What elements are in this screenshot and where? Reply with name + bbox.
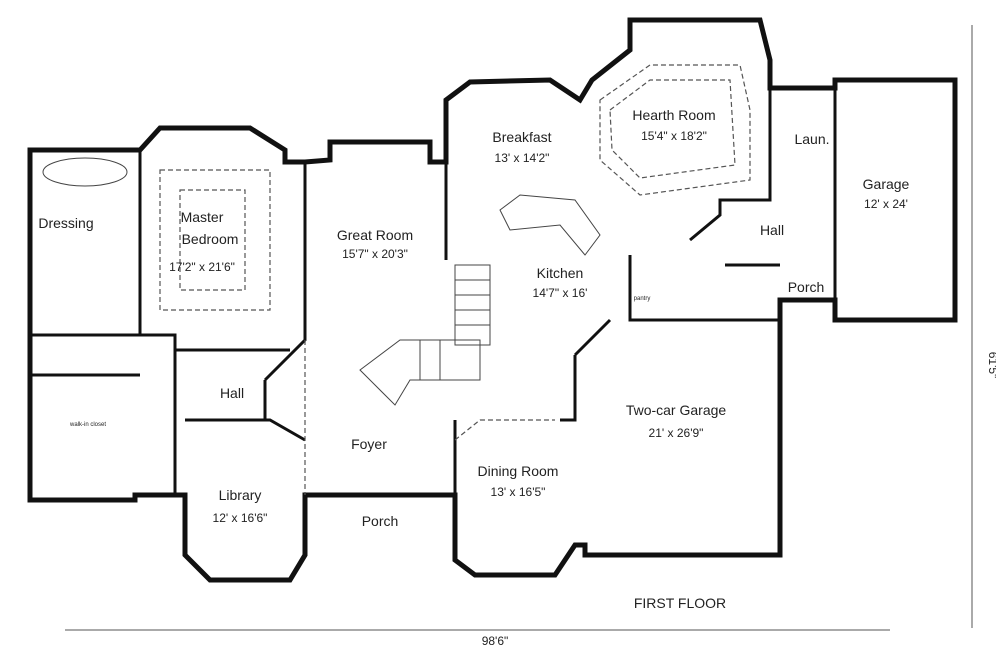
room-laundry: Laun.	[794, 131, 829, 147]
room-size: 15'7" x 20'3"	[342, 247, 408, 261]
room-size: 14'7" x 16'	[533, 286, 588, 300]
width-dimension: 98'6"	[482, 634, 509, 648]
room-dressing: Dressing	[38, 215, 93, 231]
room-size: 21' x 26'9"	[649, 426, 704, 440]
bathtub	[42, 157, 128, 187]
room-size: 15'4" x 18'2"	[641, 129, 707, 143]
room-name: Master	[181, 209, 224, 225]
room-breakfast: Breakfast	[492, 129, 551, 145]
room-hall-left: Hall	[220, 385, 244, 401]
room-two-car-garage: Two-car Garage	[626, 402, 727, 418]
ceiling-outlines	[159, 64, 751, 495]
room-labels: Dressing Master 17'2" x 21'6" Great Room…	[38, 107, 909, 529]
exterior-walls	[27, 17, 958, 583]
stairs	[359, 264, 491, 406]
room-size: 12' x 16'6"	[213, 511, 268, 525]
kitchen-island	[499, 194, 601, 256]
room-dining-room: Dining Room	[478, 463, 559, 479]
room-garage: Garage	[863, 176, 910, 192]
room-size: 13' x 14'2"	[495, 151, 550, 165]
room-size: 13' x 16'5"	[491, 485, 546, 499]
room-great-room: Great Room	[337, 227, 413, 243]
master-bedroom-line2: Bedroom	[182, 231, 239, 247]
room-kitchen: Kitchen	[537, 265, 584, 281]
room-hall-right: Hall	[760, 222, 784, 238]
room-walk-in-closet: walk-in closet	[69, 422, 106, 428]
interior-walls	[30, 88, 837, 495]
depth-dimension: 61'5"	[986, 352, 996, 379]
room-library: Library	[219, 487, 262, 503]
room-porch-front: Porch	[362, 513, 399, 529]
room-porch-right: Porch	[788, 279, 825, 295]
room-size: 12' x 24'	[864, 197, 908, 211]
room-foyer: Foyer	[351, 436, 387, 452]
room-master-bedroom: Master	[181, 209, 224, 225]
room-pantry: pantry	[634, 296, 651, 302]
room-size: 17'2" x 21'6"	[169, 260, 235, 274]
room-hearth-room: Hearth Room	[632, 107, 715, 123]
plan-title: FIRST FLOOR	[634, 595, 726, 611]
